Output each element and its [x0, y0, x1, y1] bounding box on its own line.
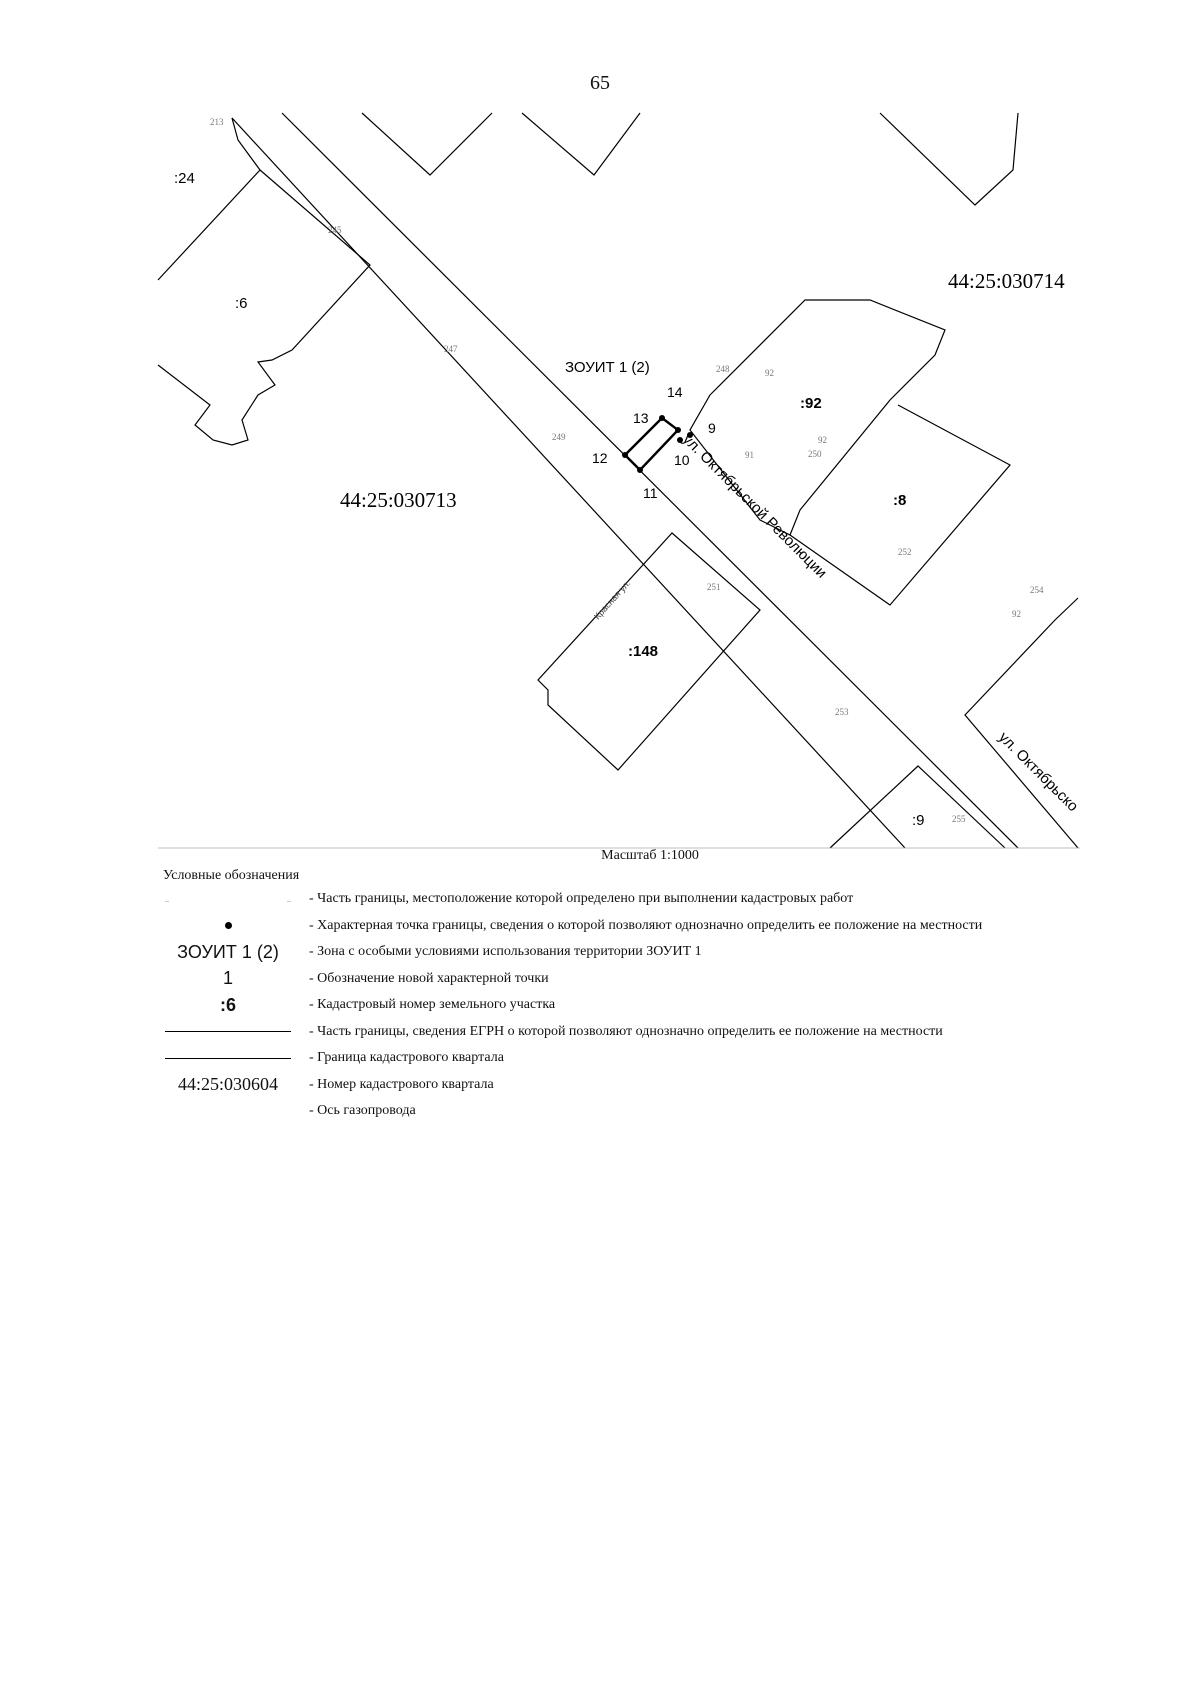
page-number: 65	[590, 72, 610, 94]
point-label: 11	[643, 485, 658, 501]
parcel-boundary	[361, 112, 493, 176]
legend-text: - Кадастровый номер земельного участка	[309, 997, 556, 1013]
map-scale: Масштаб 1:1000	[601, 848, 699, 863]
parcel-label: :8	[893, 492, 906, 509]
point-marker	[637, 467, 643, 473]
quarter-boundary-line	[281, 112, 1019, 849]
legend-item: - Характерная точка границы, сведения о …	[163, 913, 1123, 940]
legend-text: - Часть границы, сведения ЕГРН о которой…	[309, 1023, 943, 1039]
legend-text: - Часть границы, местоположение которой …	[309, 891, 854, 907]
point-label: 14	[667, 384, 683, 400]
small-label: 92	[765, 368, 774, 378]
point-label: 9	[708, 420, 716, 436]
small-label: 91	[745, 450, 754, 460]
street-label: Красная ул.	[592, 578, 632, 621]
legend-item: 1 - Обозначение новой характерной точки	[163, 966, 1123, 993]
small-label: 213	[210, 117, 224, 127]
small-label: 92	[818, 435, 827, 445]
legend: .... - Часть границы, местоположение кот…	[163, 886, 1123, 1125]
legend-text: - Обозначение новой характерной точки	[309, 970, 549, 986]
quarter-label-030713: 44:25:030713	[340, 488, 457, 512]
quarter-boundary-symbol	[163, 1045, 293, 1071]
point-label: 10	[674, 452, 690, 468]
parcel-boundary	[964, 597, 1079, 849]
gas-pipeline-symbol	[163, 1098, 293, 1124]
legend-text: - Характерная точка границы, сведения о …	[309, 917, 983, 933]
legend-item: - Граница кадастрового квартала	[163, 1045, 1123, 1072]
point-marker	[675, 427, 681, 433]
egrn-boundary-symbol	[163, 1019, 293, 1045]
legend-item: 44:25:030604 - Номер кадастрового кварта…	[163, 1072, 1123, 1099]
parcel-boundary	[521, 112, 641, 176]
point-label: 12	[592, 450, 608, 466]
small-label: 254	[1030, 585, 1044, 595]
point-marker	[687, 432, 693, 438]
small-label: 248	[716, 364, 730, 374]
legend-text: - Ось газопровода	[309, 1103, 416, 1119]
parcel-8-boundary	[789, 404, 1011, 606]
point-marker	[622, 452, 628, 458]
legend-item: - Часть границы, сведения ЕГРН о которой…	[163, 1019, 1123, 1046]
quarter-label-030714: 44:25:030714	[948, 269, 1065, 293]
parcel-label: :24	[174, 170, 195, 187]
parcel-label: :6	[235, 295, 248, 312]
quarter-boundary-line	[231, 117, 906, 849]
parcel-boundary	[157, 169, 371, 446]
quarter-number-symbol: 44:25:030604	[177, 1074, 278, 1095]
parcel-92-boundary	[689, 299, 946, 536]
legend-item: ЗОУИТ 1 (2) - Зона с особыми условиями и…	[163, 939, 1123, 966]
parcel-boundary	[879, 112, 1019, 206]
small-label: 250	[808, 449, 822, 459]
parcel-label: :148	[628, 643, 658, 660]
small-label: 247	[444, 344, 458, 354]
parcel-boundary	[157, 117, 261, 281]
small-label: 92	[1012, 609, 1021, 619]
legend-item: :6 - Кадастровый номер земельного участк…	[163, 992, 1123, 1019]
point-symbol	[163, 913, 293, 939]
legend-text: - Номер кадастрового квартала	[309, 1076, 494, 1092]
zone-symbol: ЗОУИТ 1 (2)	[177, 941, 279, 962]
parcel-label: :9	[912, 812, 925, 829]
small-label: 251	[707, 582, 721, 592]
legend-item: - Ось газопровода	[163, 1098, 1123, 1125]
small-label: 253	[835, 707, 849, 717]
zone-label: ЗОУИТ 1 (2)	[565, 359, 650, 376]
point-marker	[659, 415, 665, 421]
dashed-boundary-symbol: ....	[165, 894, 291, 904]
small-label: 255	[952, 814, 966, 824]
parcel-label: :92	[800, 395, 822, 412]
small-label: 245	[328, 225, 342, 235]
small-label: 249	[552, 432, 566, 442]
point-number-symbol: 1	[222, 968, 233, 989]
parcel-9-boundary	[829, 765, 1006, 849]
point-marker	[677, 437, 683, 443]
small-label: 252	[898, 547, 912, 557]
parcel-148-boundary	[537, 532, 761, 771]
point-label: 13	[633, 410, 649, 426]
legend-text: - Граница кадастрового квартала	[309, 1050, 504, 1066]
legend-item: .... - Часть границы, местоположение кот…	[163, 886, 1123, 913]
legend-title: Условные обозначения	[163, 868, 300, 883]
parcel-number-symbol: :6	[219, 994, 236, 1015]
legend-text: - Зона с особыми условиями использования…	[309, 944, 702, 960]
